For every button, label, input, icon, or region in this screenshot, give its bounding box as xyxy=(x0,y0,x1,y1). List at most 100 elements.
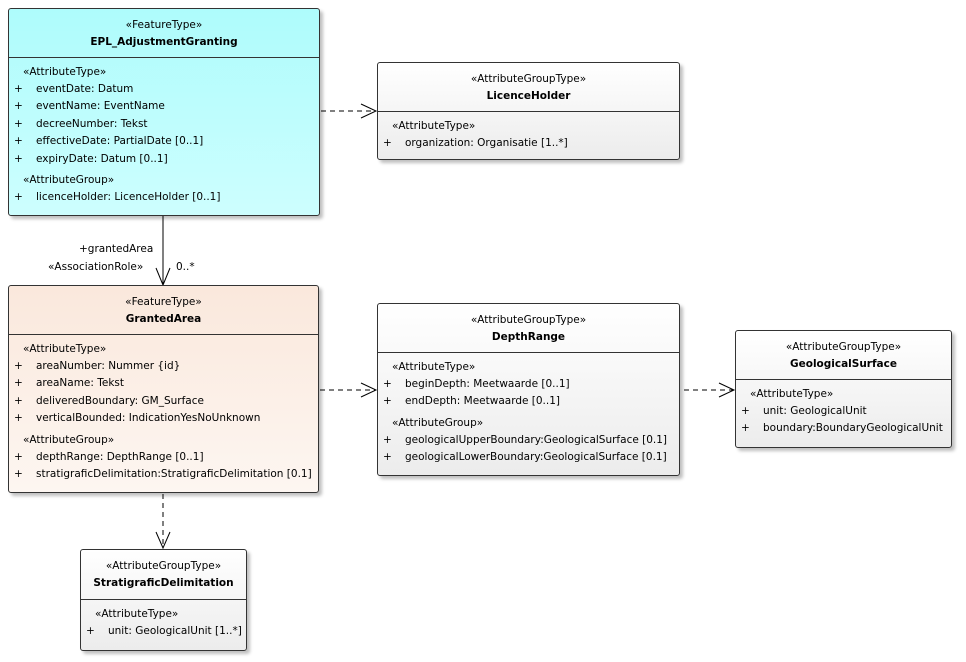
visibility-marker: + xyxy=(14,394,23,407)
class-attributes: «AttributeType»+beginDepth: Meetwaarde [… xyxy=(378,353,679,467)
section-stereotype: «AttributeGroup» xyxy=(23,174,115,187)
attribute-text: geologicalUpperBoundary:GeologicalSurfac… xyxy=(405,433,668,446)
class-attributes: «AttributeType»+areaNumber: Nummer {id}+… xyxy=(9,335,318,483)
attribute-row[interactable]: +stratigraficDelimitation:StratigraficDe… xyxy=(13,466,314,483)
visibility-marker: + xyxy=(14,83,23,95)
class-stereotype: «AttributeGroupType» xyxy=(105,560,222,572)
class-name: GeologicalSurface xyxy=(789,358,897,370)
section-stereotype: «AttributeGroup» xyxy=(23,433,115,446)
attribute-row[interactable]: + eventDate: Datum xyxy=(13,81,315,98)
class-header: «AttributeGroupType»LicenceHolder xyxy=(378,63,679,112)
class-stereotype: «AttributeGroupType» xyxy=(785,341,902,353)
class-attributes: «AttributeType» +unit: GeologicalUnit + bou… xyxy=(736,380,951,438)
section-stereotype: «AttributeType» xyxy=(95,608,179,620)
dependency-grantedarea-to-stratigraficdelimitation[interactable] xyxy=(155,494,171,550)
association-multiplicity: 0..* xyxy=(176,261,195,273)
visibility-marker: + xyxy=(383,433,392,446)
section-stereotype: «AttributeType» xyxy=(23,66,107,78)
dependency-grantedarea-to-depthrange[interactable] xyxy=(320,382,378,398)
attribute-row[interactable]: + beginDepth: Meetwaarde [0..1] xyxy=(382,376,675,393)
attribute-text: areaName: Tekst xyxy=(36,377,125,390)
attribute-row[interactable]: + eventName: EventName xyxy=(13,98,315,115)
association-role-name: +grantedArea xyxy=(79,243,154,255)
attribute-text: organization: Organisatie [1..*] xyxy=(405,137,568,149)
attribute-text: deliveredBoundary: GM_Surface xyxy=(36,394,204,407)
attribute-row[interactable]: + effectiveDate: PartialDate [0..1] xyxy=(13,133,315,150)
attribute-row[interactable]: + organization: Organisatie [1..*] xyxy=(382,135,675,152)
attribute-text: depthRange: DepthRange [0..1] xyxy=(36,450,204,463)
attribute-row[interactable]: + areaName: Tekst xyxy=(13,375,314,392)
class-depthrange[interactable]: «AttributeGroupType» DepthRange «Attribute… xyxy=(377,303,680,476)
visibility-marker: + xyxy=(14,117,23,130)
class-header: «AttributeGroupType» GeologicalSurface xyxy=(736,331,951,380)
attribute-row[interactable]: + endDepth: Meetwaarde [0..1] xyxy=(382,393,675,410)
attribute-row[interactable]: +geologicalLowerBoundary:GeologicalSurfa… xyxy=(382,449,675,466)
section-stereotype: «AttributeGroup» xyxy=(392,416,484,429)
dependency-depthrange-to-geologicalsurface[interactable] xyxy=(684,382,736,398)
section-stereotype: «AttributeType» xyxy=(750,388,834,400)
visibility-marker: + xyxy=(741,422,750,435)
attribute-text: stratigraficDelimitation:StratigraficDel… xyxy=(36,468,312,481)
attribute-text: effectiveDate: PartialDate [0..1] xyxy=(36,135,204,148)
dependency-epl-to-licenceholder[interactable] xyxy=(321,103,378,119)
visibility-marker: + xyxy=(383,451,392,464)
class-epl-adjustmentgranting[interactable]: «FeatureType»EPL_AdjustmentGranting «Attr… xyxy=(8,8,320,216)
class-licenceholder[interactable]: «AttributeGroupType»LicenceHolder«Attrib… xyxy=(377,62,680,160)
visibility-marker: + xyxy=(14,191,23,204)
attribute-row[interactable]: + unit: GeologicalUnit [1..*] xyxy=(85,623,242,640)
visibility-marker: + xyxy=(14,152,23,165)
class-header: «FeatureType» GrantedArea xyxy=(9,286,318,335)
class-name: StratigraficDelimitation xyxy=(93,577,234,589)
visibility-marker: + xyxy=(14,377,23,390)
class-attributes: «AttributeType»+eventDate: Datum+eventNa… xyxy=(9,58,319,206)
attribute-text: beginDepth: Meetwaarde [0..1] xyxy=(405,378,570,390)
attribute-row[interactable]: + geologicalUpperBoundary:GeologicalSurfa… xyxy=(382,432,675,449)
attribute-row[interactable]: + licenceHolder: LicenceHolder [0..1] xyxy=(13,189,315,206)
attribute-text: unit: GeologicalUnit xyxy=(763,405,867,417)
attribute-row[interactable]: + depthRange: DepthRange [0..1] xyxy=(13,449,314,466)
attribute-text: decreeNumber: Tekst xyxy=(36,117,148,130)
attribute-row[interactable]: + boundary:BoundaryGeologicalUnit xyxy=(740,420,947,437)
attribute-text: eventDate: Datum xyxy=(36,83,134,95)
attribute-row[interactable]: + areaNumber: Nummer {id} xyxy=(13,358,314,375)
attribute-text: verticalBounded: IndicationYesNoUnknown xyxy=(36,412,261,425)
attribute-row[interactable]: +unit: GeologicalUnit xyxy=(740,403,947,420)
visibility-marker: + xyxy=(14,360,23,372)
section-stereotype: «AttributeType» xyxy=(392,120,476,132)
visibility-marker: + xyxy=(383,137,392,149)
visibility-marker: + xyxy=(14,412,23,425)
attribute-text: expiryDate: Datum [0..1] xyxy=(36,152,168,165)
class-stereotype: «AttributeGroupType» xyxy=(470,73,587,85)
attribute-row[interactable]: + expiryDate: Datum [0..1] xyxy=(13,151,315,168)
attribute-row[interactable]: + deliveredBoundary: GM_Surface xyxy=(13,393,314,410)
section-stereotype: «AttributeType» xyxy=(392,361,476,373)
visibility-marker: + xyxy=(14,100,23,113)
attribute-text: boundary:BoundaryGeologicalUnit xyxy=(763,422,943,435)
visibility-marker: + xyxy=(383,378,392,390)
class-geologicalsurface[interactable]: «AttributeGroupType»GeologicalSurface«At… xyxy=(735,330,952,448)
visibility-marker: + xyxy=(383,395,392,408)
attribute-row[interactable]: + decreeNumber: Tekst xyxy=(13,116,315,133)
class-stereotype: «AttributeGroupType» xyxy=(470,314,587,326)
visibility-marker: + xyxy=(86,625,95,637)
attribute-text: endDepth: Meetwaarde [0..1] xyxy=(405,395,561,408)
class-stereotype: «FeatureType» xyxy=(125,296,202,308)
attribute-row[interactable]: + verticalBounded: IndicationYesNoUnknown xyxy=(13,410,314,427)
class-attributes: «AttributeType»+ unit: GeologicalUnit [1.… xyxy=(81,600,246,640)
association-role-stereotype: «AssociationRole» xyxy=(48,261,144,273)
class-name: DepthRange xyxy=(491,331,566,343)
class-name: EPL_AdjustmentGranting xyxy=(90,36,238,48)
attribute-text: unit: GeologicalUnit [1..*] xyxy=(108,625,242,637)
class-name: GrantedArea xyxy=(125,313,202,325)
visibility-marker: + xyxy=(14,135,23,148)
attribute-text: licenceHolder: LicenceHolder [0..1] xyxy=(36,191,221,204)
attribute-text: eventName: EventName xyxy=(36,100,165,113)
class-stratigraficdelimitation[interactable]: «AttributeGroupType» StratigraficDelimita… xyxy=(80,549,247,651)
class-header: «FeatureType»EPL_AdjustmentGranting xyxy=(9,9,319,58)
visibility-marker: + xyxy=(14,450,23,463)
association-epl-to-grantedarea[interactable] xyxy=(155,216,171,287)
class-header: «AttributeGroupType» StratigraficDelimita… xyxy=(81,550,246,600)
class-grantedarea[interactable]: «FeatureType»GrantedArea«AttributeType»+… xyxy=(8,285,319,493)
attribute-text: areaNumber: Nummer {id} xyxy=(36,360,181,372)
